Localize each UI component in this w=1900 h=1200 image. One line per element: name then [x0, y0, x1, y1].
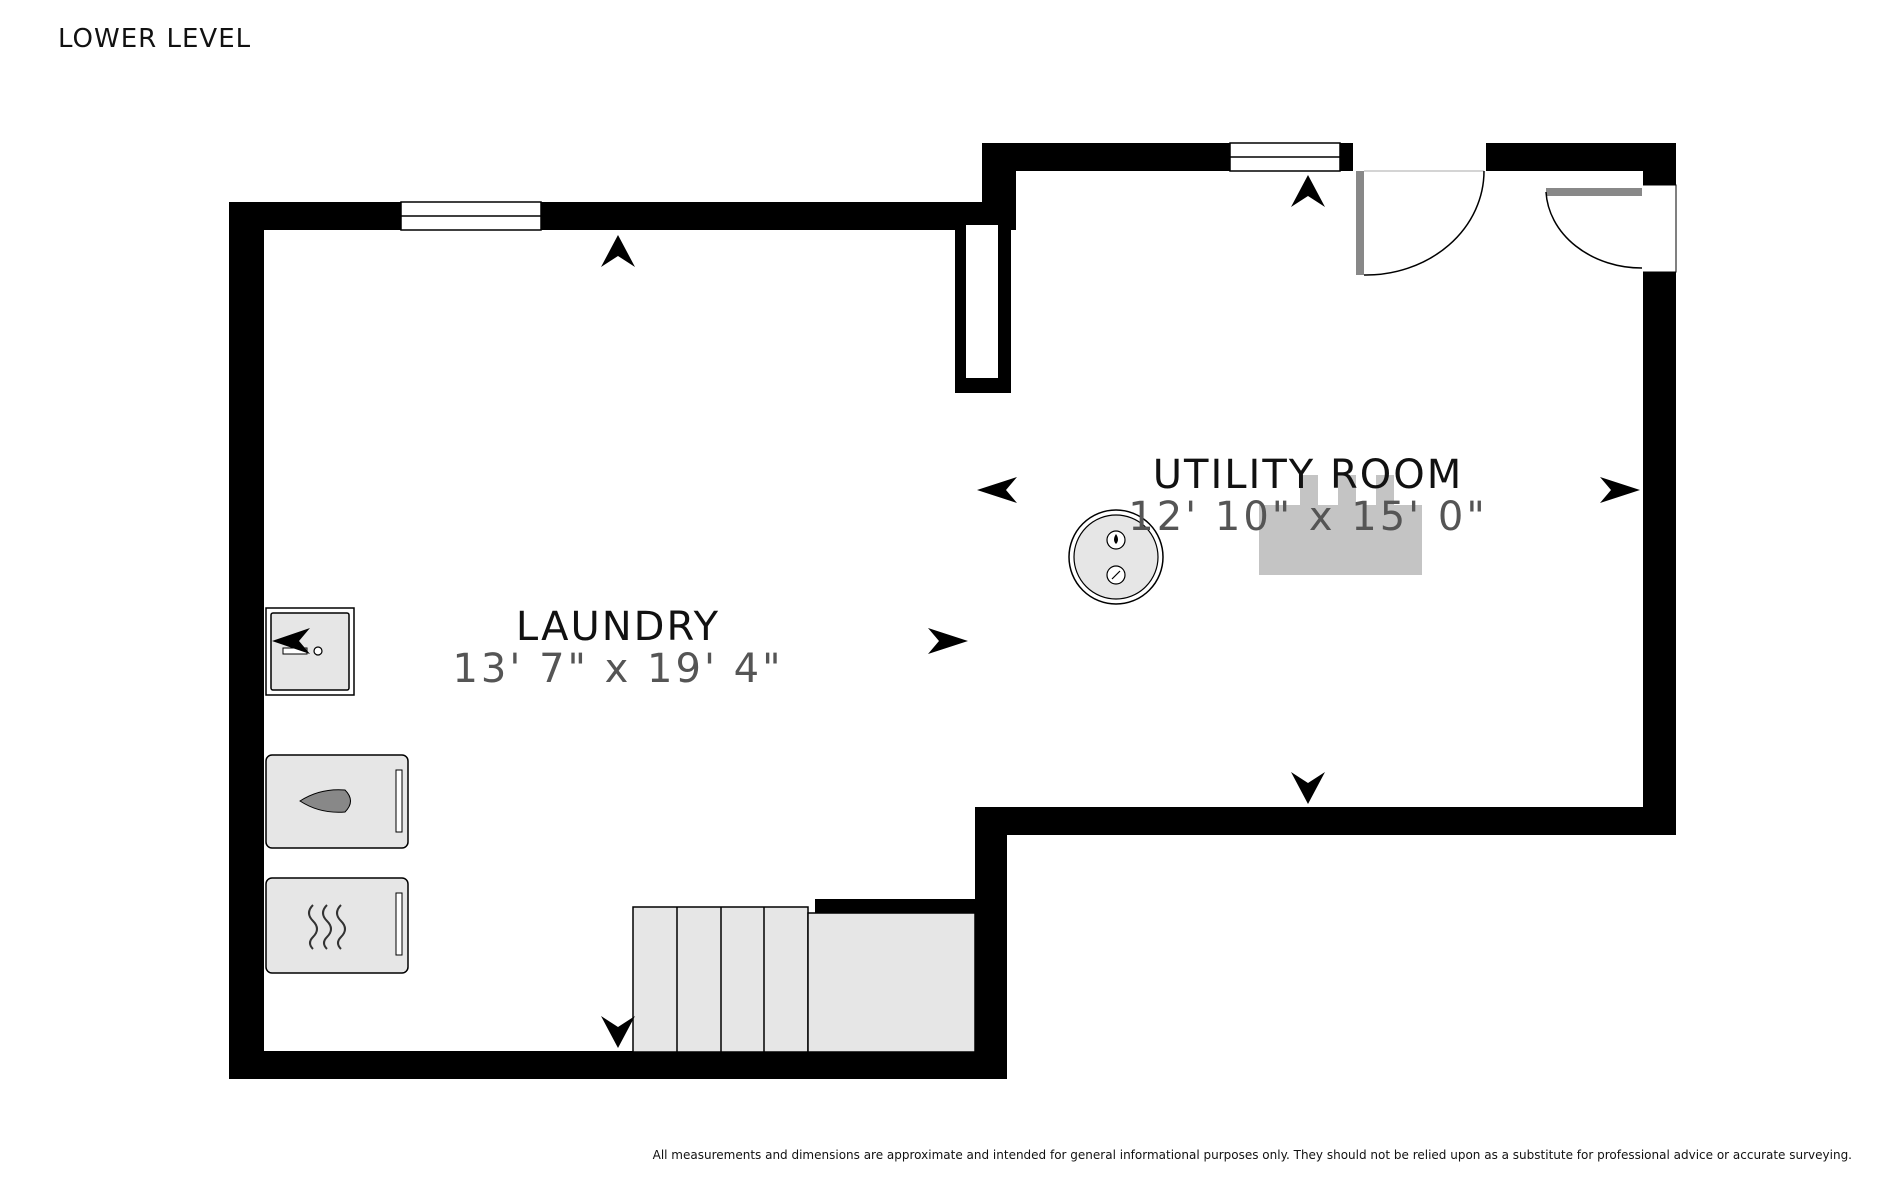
washer-icon — [265, 754, 409, 849]
dimension-arrow-icon — [601, 1016, 635, 1048]
wall-laundry-top — [229, 202, 982, 230]
wall-right-upper — [1643, 143, 1676, 185]
wall-bottom — [229, 1051, 1007, 1079]
dimension-arrow-icon — [601, 235, 635, 267]
wall-right-lower — [1643, 272, 1676, 835]
door-right — [1545, 184, 1677, 273]
room-dims-laundry: 13' 7" x 19' 4" — [452, 646, 783, 692]
window-utility — [1229, 142, 1341, 172]
room-name-laundry: LAUNDRY — [516, 604, 720, 650]
wall-inner-vertical — [975, 807, 1007, 1079]
level-title: LOWER LEVEL — [58, 24, 252, 54]
dimension-arrow-icon — [1291, 175, 1325, 207]
furnace-icon — [1259, 475, 1422, 575]
dimension-arrow-icon — [977, 477, 1017, 503]
wall-stair-top — [815, 899, 975, 913]
door-top — [1356, 170, 1485, 276]
wall-utility-bottom — [975, 807, 1676, 835]
dryer-icon — [265, 877, 409, 974]
dimension-arrow-icon — [272, 628, 310, 654]
window-laundry — [400, 201, 542, 231]
room-name-utility: UTILITY ROOM — [1153, 452, 1463, 498]
column-inner — [966, 225, 998, 378]
dimension-arrows — [272, 175, 1640, 1048]
wall-left — [229, 202, 264, 1079]
disclaimer: All measurements and dimensions are appr… — [652, 1148, 1852, 1162]
water-heater-icon — [1068, 509, 1164, 605]
dimension-arrow-icon — [1600, 477, 1640, 503]
stairs-icon — [632, 906, 976, 1053]
room-dims-utility: 12' 10" x 15' 0" — [1128, 494, 1487, 540]
sink-icon — [265, 607, 355, 696]
dimension-arrow-icon — [1291, 772, 1325, 804]
dimension-arrow-icon — [928, 628, 968, 654]
